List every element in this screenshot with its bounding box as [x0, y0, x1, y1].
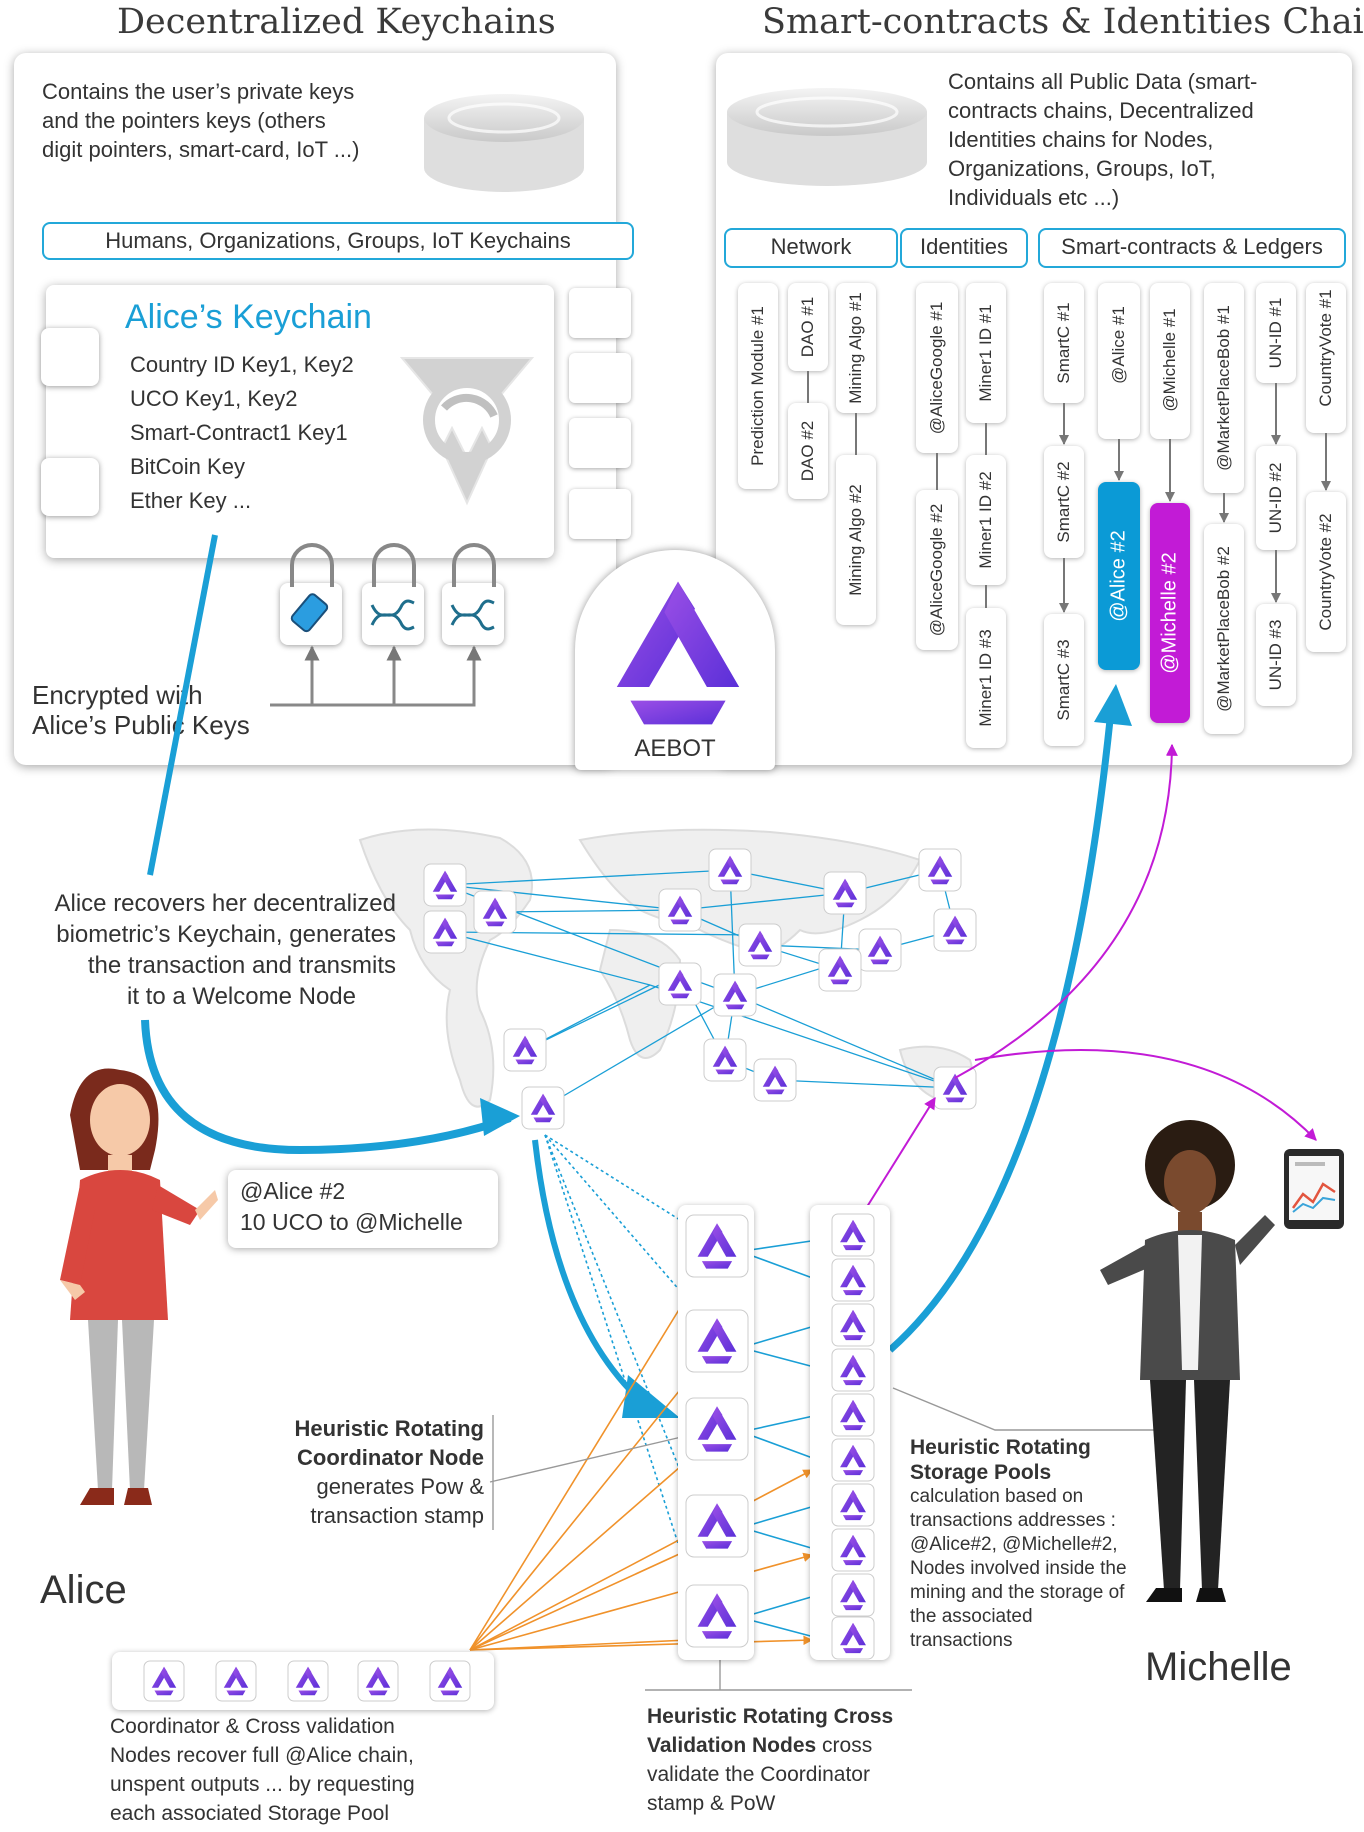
lock-dna-2 — [442, 583, 504, 645]
tablet-chart-icon — [1284, 1149, 1344, 1229]
server-disk-icon — [424, 94, 584, 192]
encrypted-note: Encrypted with Alice’s Public Keys — [32, 680, 250, 740]
keychains-title: Decentralized Keychains — [117, 2, 556, 42]
woman-alice — [60, 1068, 218, 1505]
alice-name: Alice — [40, 1568, 127, 1612]
mini-tile-2 — [569, 353, 631, 403]
mini-tile-1 — [569, 288, 631, 338]
tab-identities[interactable]: Identities — [900, 228, 1028, 268]
keychains-description: Contains the user’s private keys and the… — [42, 79, 360, 162]
key-item: BitCoin Key — [130, 454, 245, 479]
chain-block — [1204, 524, 1244, 734]
chain-block — [966, 608, 1006, 748]
keychain-slot-2 — [41, 458, 99, 516]
alice-keychain-card[interactable] — [46, 285, 554, 558]
chains-title: Smart-contracts & Identities Chains — [762, 2, 1364, 42]
coordinator-note: Heuristic Rotating Coordinator Node gene… — [294, 1416, 484, 1528]
dna-icon — [370, 599, 415, 631]
aeternity-logo-icon — [399, 357, 535, 506]
chain-block — [836, 283, 876, 413]
chain-connectors — [807, 371, 1331, 613]
server-disk-icon — [727, 88, 927, 186]
dna-icon — [450, 599, 495, 631]
keychain-slot-1 — [41, 328, 99, 386]
chain-block — [738, 283, 778, 489]
transaction-card[interactable] — [228, 1170, 498, 1248]
mini-tile-3 — [569, 418, 631, 468]
key-item: Ether Key ... — [130, 488, 252, 513]
lock-phone — [280, 583, 342, 645]
chain-block — [916, 283, 958, 453]
tab-network[interactable]: Network — [724, 228, 898, 268]
chain-block — [1256, 283, 1296, 383]
chain-block — [1044, 446, 1084, 558]
recovery-note: Coordinator & Cross validation Nodes rec… — [110, 1715, 415, 1825]
storage-note: Heuristic Rotating Storage Pools calcula… — [910, 1436, 1127, 1651]
alice-keychain-title: Alice’s Keychain — [125, 298, 372, 336]
key-item: Smart-Contract1 Key1 — [130, 420, 348, 445]
chain-block — [1098, 283, 1140, 439]
michelle-name: Michelle — [1145, 1645, 1292, 1689]
chain-block — [1150, 283, 1190, 439]
chain-block — [1044, 614, 1084, 746]
chain-block — [1306, 492, 1346, 652]
transaction-text: @Alice #2 10 UCO to @Michelle — [240, 1178, 463, 1235]
chain-block — [1044, 283, 1084, 403]
tab-smart-contracts-ledgers[interactable]: Smart-contracts & Ledgers — [1038, 228, 1346, 268]
mini-tile-4 — [569, 489, 631, 539]
chain-block — [1256, 446, 1296, 550]
cross-validation-note: Heuristic Rotating Cross Validation Node… — [647, 1705, 894, 1815]
key-item: Country ID Key1, Key2 — [130, 352, 354, 377]
woman-michelle — [1100, 1120, 1275, 1602]
chain-block — [1306, 283, 1346, 433]
key-item: UCO Key1, Key2 — [130, 386, 298, 411]
alice-recovers-note: Alice recovers her decentralized biometr… — [54, 890, 397, 1010]
chain-block — [966, 283, 1006, 423]
recovery-nodes — [143, 1660, 471, 1702]
phone-icon — [290, 593, 329, 633]
lock-shackles — [270, 543, 496, 707]
michelle-chain-block-2[interactable] — [1150, 503, 1190, 723]
chain-block — [916, 490, 958, 650]
chains-description: Contains all Public Data (smart- contrac… — [948, 69, 1258, 210]
chain-block — [966, 455, 1006, 585]
keychain-key-list: Country ID Key1, Key2 UCO Key1, Key2 Sma… — [130, 348, 354, 518]
aebot-badge — [575, 550, 775, 770]
chain-block — [788, 283, 828, 371]
alice-chain-block-2[interactable] — [1098, 482, 1140, 670]
aebot-label: AEBOT — [634, 735, 716, 762]
chain-block — [788, 403, 828, 499]
keychains-category-pill[interactable]: Humans, Organizations, Groups, IoT Keych… — [42, 222, 634, 260]
chain-block — [1256, 604, 1296, 706]
chain-block — [1204, 283, 1244, 493]
chain-block — [836, 455, 876, 625]
lock-dna-1 — [362, 583, 424, 645]
